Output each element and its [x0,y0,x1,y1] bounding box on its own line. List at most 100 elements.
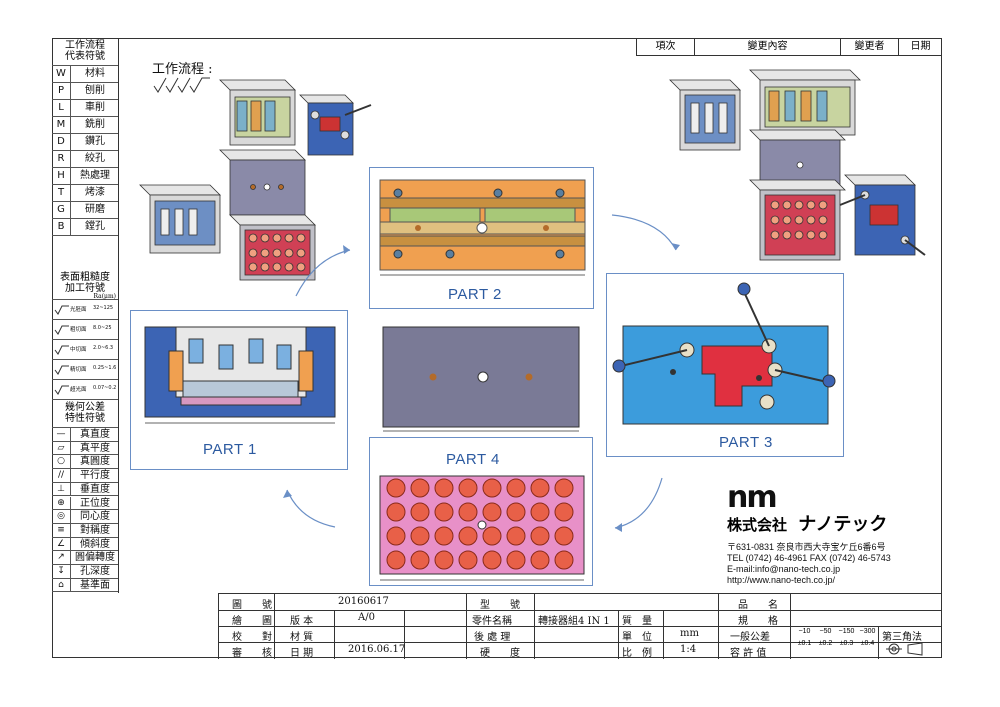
tolerance-row: ○真圓度 [52,455,118,470]
contact-hole [482,526,502,546]
value-drawing-no: 20160617 [338,596,389,607]
roughness-icon [54,305,69,315]
workflow-header-line2: 代表符號 [65,51,105,62]
company-logo: nm [727,480,937,515]
company-tel: TEL (0742) 46-4961 FAX (0742) 46-5743 [727,553,891,563]
tolerance-name: 同心度 [80,511,110,523]
value-unit: mm [680,628,699,639]
value-version: A/0 [358,612,375,623]
rev-item-header: 項次 [636,38,694,56]
part1-label: PART 1 [203,441,257,458]
label-drawing-no: 圖 號 [232,600,272,611]
company-url[interactable]: http://www.nano-tech.co.jp/ [727,575,836,585]
roughness-name: 光胚面 [70,307,87,313]
tolerance-row: ⊥ 垂直度 [52,482,118,497]
label-material: 材 質 [290,632,314,643]
contact-hole [458,502,478,522]
label-hardness: 硬 度 [480,648,520,659]
roughness-unit: Ra(μm) [93,293,116,300]
tolerance-value: ±0.2 [818,640,833,647]
workflow-name: 材料 [85,68,105,79]
roughness-range: 2.0~6.3 [93,345,114,351]
label-unit: 單 位 [622,632,652,643]
label-check: 校 對 [232,632,272,643]
tolerance-range: ~150 [838,628,855,635]
tolerance-symbol-icon: ⌂ [52,578,71,592]
tolerance-symbol-icon: ∠ [52,537,71,551]
value-scale: 1:4 [680,644,697,655]
roughness-symbols [153,77,210,93]
contact-hole [410,478,430,498]
value-part-name: 轉接器組4 IN 1 [538,616,610,627]
roughness-header-line2: 加工符號 [65,283,105,294]
tolerance-symbol-icon: — [52,428,71,441]
tolerance-range: ~50 [819,628,832,635]
tolerance-row: ↧孔深度 [52,565,118,579]
projection-label: 第三角法 [882,632,922,643]
workflow-name: 車削 [85,102,105,113]
tolerance-name: 真平度 [80,442,110,454]
tolerance-name: 垂直度 [80,483,110,495]
label-approve: 審 核 [232,648,272,659]
contact-hole [458,478,478,498]
tolerance-name: 孔深度 [80,566,110,577]
logo-mark: nm [727,480,778,515]
contact-hole [554,502,574,522]
label-post-process: 後 處 理 [474,632,511,643]
company-name-prefix: 株式会社 [727,516,788,534]
tolerance-value: ±0.1 [797,640,812,647]
tolerance-name: 基準面 [80,579,110,591]
workflow-code: H [52,168,71,184]
contact-hole [458,526,478,546]
tolerance-symbol-icon: ↗ [52,551,71,564]
workflow-code: R [52,151,71,167]
contact-hole [434,478,454,498]
tolerance-row: ↗ 圓偏轉度 [52,551,118,565]
arrow-part1-to-part2 [295,249,351,297]
tolerance-header-line1: 幾何公差 [65,402,105,413]
label-date: 日 期 [290,648,314,659]
roughness-range: 0.07~0.2 [93,385,117,391]
contact-hole [482,478,502,498]
contact-hole [482,550,502,570]
tolerance-symbol-icon: ⊥ [52,482,71,496]
part1-drawing [144,326,336,424]
workflow-name: 鑽孔 [85,136,105,147]
roughness-icon [54,365,69,375]
label-product: 品 名 [738,600,778,611]
contact-hole [506,502,526,522]
tolerance-name: 圓偏轉度 [75,552,115,564]
drawing-border [52,38,942,658]
part3-label: PART 3 [719,434,773,451]
center-block-drawing [382,326,580,432]
company-name-kana: ナノテック [798,514,888,535]
tolerance-name: 平行度 [80,470,110,482]
tolerance-row: ⌂ 基準面 [52,578,118,593]
contact-hole [482,502,502,522]
third-angle-projection-icon [886,642,923,656]
label-spec: 規 格 [738,616,778,627]
contact-hole [530,502,550,522]
contact-hole [386,478,406,498]
tolerance-symbol-icon: ≡ [52,523,71,537]
tolerance-value: ±0.3 [839,640,854,647]
arrow-part4-to-part1 [286,489,336,528]
company-email[interactable]: E-mail:info@nano-tech.co.jp [727,564,841,574]
part3-drawing [612,282,836,425]
tolerance-row: ⊕正位度 [52,496,118,511]
tolerance-symbol-icon: ⊕ [52,496,71,510]
company-name: 株式会社 ナノテック [727,510,937,536]
assembly-iso-right [669,69,926,261]
value-date: 2016.06.17 [348,644,406,655]
workflow-code: P [52,83,71,99]
